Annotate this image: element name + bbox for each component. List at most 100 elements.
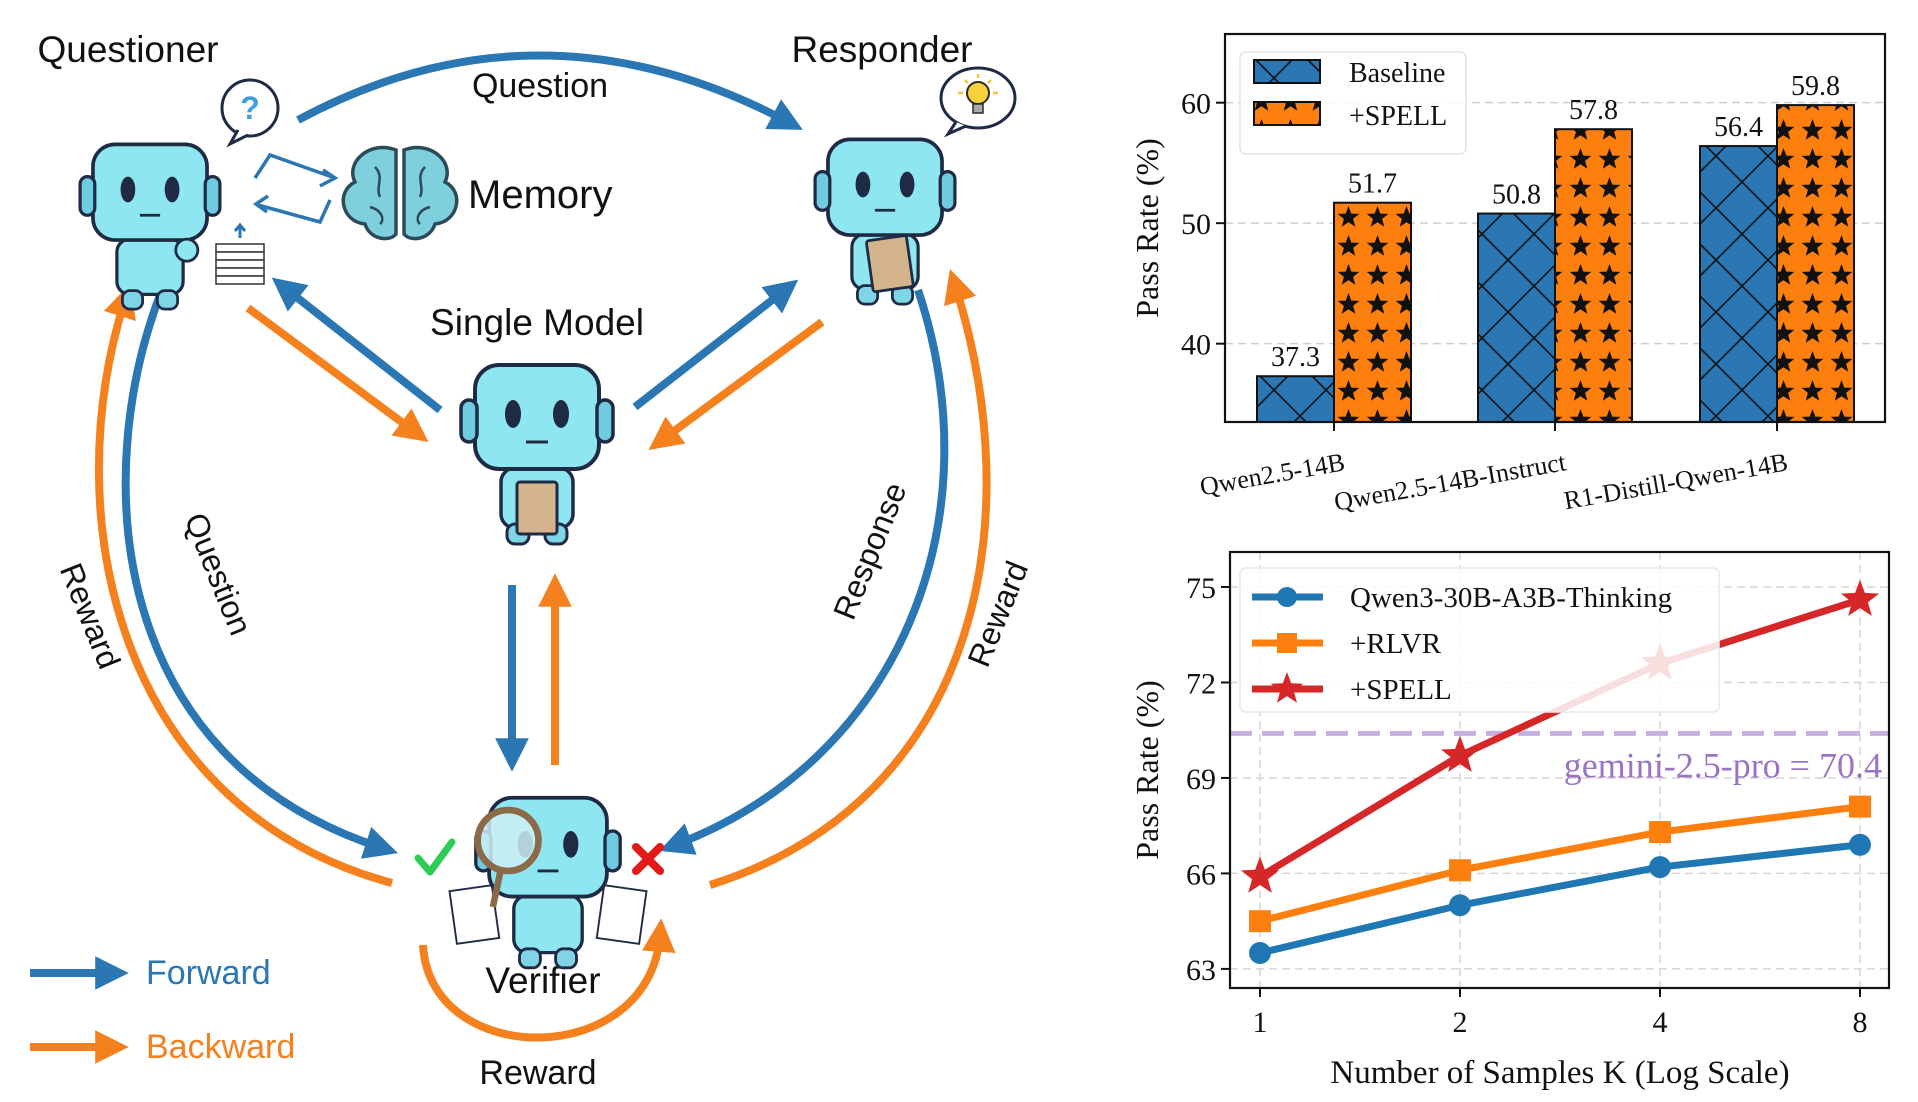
line-chart-legend: Qwen3-30B-A3B-Thinking +RLVR +SPELL xyxy=(1239,567,1720,713)
line-chart-y-axis-label: Pass Rate (%) xyxy=(1129,680,1165,860)
data-point-star xyxy=(1241,856,1279,893)
legend-item-backward: Backward xyxy=(30,1028,295,1066)
role-label-single-model: Single Model xyxy=(430,302,644,343)
legend-label-spell: +SPELL xyxy=(1349,101,1447,132)
data-point-square xyxy=(1249,910,1271,933)
line-y-tick-label: 69 xyxy=(1186,763,1216,796)
arrow-verifier-reward-to-questioner xyxy=(94,283,394,887)
bar-spell xyxy=(1554,128,1633,424)
arrow-questioner-to-verifier xyxy=(121,293,398,859)
series-line-1 xyxy=(1259,803,1861,925)
data-point-circle xyxy=(1649,856,1671,879)
diagram-legend: Forward Backward xyxy=(30,954,295,1066)
bar-chart-y-axis-label: Pass Rate (%) xyxy=(1129,138,1165,318)
arrow-questioner-to-single xyxy=(245,304,429,443)
data-point-circle xyxy=(1249,941,1271,964)
legend-swatch-baseline xyxy=(1253,59,1321,84)
arrow-single-to-questioner xyxy=(271,277,443,414)
line-y-tick-label: 63 xyxy=(1186,954,1216,987)
legend-marker-circle xyxy=(1277,587,1297,607)
bar-baseline xyxy=(1699,145,1778,424)
brain-icon xyxy=(341,145,459,241)
line-legend-item: Qwen3-30B-A3B-Thinking xyxy=(1252,582,1672,614)
questioner-robot-icon xyxy=(78,142,222,311)
svg-text:?: ? xyxy=(240,90,260,126)
bar-x-tick-label: Qwen2.5-14B xyxy=(1198,447,1347,501)
legend-label: Qwen3-30B-A3B-Thinking xyxy=(1350,582,1672,614)
bar-data-label: 37.3 xyxy=(1271,342,1320,373)
bar-chart: 37.3 51.7 50.8 57.8 56.4 59.8 40 50 60 Qwen2.5-… xyxy=(1129,32,1887,517)
line-chart-x-ticks: 1 2 4 8 xyxy=(1253,988,1868,1039)
verifier-robot-icon xyxy=(448,795,648,970)
arrow-verifier-self-reward xyxy=(419,918,676,1042)
line-chart-y-ticks: 63 66 69 72 75 xyxy=(1186,572,1230,987)
series-line-0 xyxy=(1259,841,1861,957)
line-legend-item: +RLVR xyxy=(1252,628,1442,660)
document-stack-icon xyxy=(215,222,265,285)
arrow-responder-to-verifier xyxy=(659,288,949,855)
bar-data-label: 51.7 xyxy=(1348,169,1397,200)
legend-label-forward: Forward xyxy=(146,954,271,992)
bar-baseline xyxy=(1477,212,1556,423)
line-y-tick-label: 75 xyxy=(1186,572,1216,605)
bar-chart-bars xyxy=(1256,104,1855,424)
legend-marker-star xyxy=(1270,672,1304,703)
bar-data-label: 50.8 xyxy=(1492,180,1541,211)
role-label-questioner: Questioner xyxy=(38,29,219,70)
bar-data-label: 56.4 xyxy=(1714,112,1763,143)
line-y-tick-label: 72 xyxy=(1186,667,1216,700)
responder-robot-icon xyxy=(813,137,957,306)
bar-x-tick-label: Qwen2.5-14B-Instruct xyxy=(1332,447,1569,516)
bar-data-label: 59.8 xyxy=(1791,71,1840,102)
bar-chart-x-ticks: Qwen2.5-14BQwen2.5-14B-InstructR1-Distil… xyxy=(1198,422,1790,517)
legend-label: +SPELL xyxy=(1350,674,1452,706)
edge-label-left-question: Question xyxy=(178,508,259,640)
role-label-responder: Responder xyxy=(791,29,972,70)
bar-baseline xyxy=(1256,375,1335,423)
edge-label-top-question: Question xyxy=(472,67,608,105)
edge-label-right-response: Response xyxy=(826,477,913,624)
bar-chart-data-labels: 37.3 51.7 50.8 57.8 56.4 59.8 xyxy=(1271,71,1840,373)
arrow-responder-to-single xyxy=(648,318,825,450)
legend-swatch-spell xyxy=(1253,101,1321,126)
legend-marker-square xyxy=(1277,633,1297,653)
data-point-square xyxy=(1449,859,1471,882)
self-play-diagram: Question Question Reward Response Reward… xyxy=(30,29,1035,1092)
memory-label: Memory xyxy=(468,173,612,217)
bar-chart-legend: Baseline +SPELL xyxy=(1239,51,1467,155)
data-point-circle xyxy=(1449,894,1471,917)
line-y-tick-label: 66 xyxy=(1186,858,1216,891)
data-point-circle xyxy=(1849,833,1871,856)
line-x-tick-label: 2 xyxy=(1453,1006,1468,1039)
legend-label-baseline: Baseline xyxy=(1349,58,1445,89)
data-point-star xyxy=(1841,579,1879,616)
arrow-question-to-responder xyxy=(296,51,803,130)
data-point-square xyxy=(1649,821,1671,844)
bar-data-label: 57.8 xyxy=(1569,95,1618,126)
question-bubble-icon: ? xyxy=(220,78,280,148)
bar-chart-y-ticks: 40 50 60 xyxy=(1181,88,1225,362)
arrow-single-to-responder xyxy=(632,279,799,411)
line-chart-axes-frame xyxy=(1228,550,1891,990)
bar-y-tick-label: 40 xyxy=(1181,329,1211,362)
line-legend-item: +SPELL xyxy=(1252,672,1452,706)
bar-y-tick-label: 60 xyxy=(1181,88,1211,121)
lightbulb-bubble-icon xyxy=(939,66,1017,138)
role-label-verifier: Verifier xyxy=(485,960,600,1001)
data-point-star xyxy=(1441,735,1479,772)
edge-label-bottom-reward: Reward xyxy=(479,1054,596,1092)
arrow-verifier-reward-to-responder xyxy=(708,268,991,889)
cross-mark-icon xyxy=(632,843,664,875)
single-model-robot-icon xyxy=(459,363,615,546)
line-chart: gemini-2.5-pro = 70.4 63 66 69 72 75 1 2 4 8 Pa… xyxy=(1129,550,1891,1091)
reference-line-label: gemini-2.5-pro = 70.4 xyxy=(1564,745,1882,785)
check-mark-icon xyxy=(414,838,456,876)
line-x-tick-label: 8 xyxy=(1853,1006,1868,1039)
data-point-square xyxy=(1849,795,1871,818)
bar-x-tick-label: R1-Distill-Qwen-14B xyxy=(1562,447,1790,515)
memory-exchange-arrows-icon xyxy=(252,152,339,225)
line-x-tick-label: 4 xyxy=(1653,1006,1668,1039)
bar-y-tick-label: 50 xyxy=(1181,208,1211,241)
line-x-tick-label: 1 xyxy=(1253,1006,1268,1039)
